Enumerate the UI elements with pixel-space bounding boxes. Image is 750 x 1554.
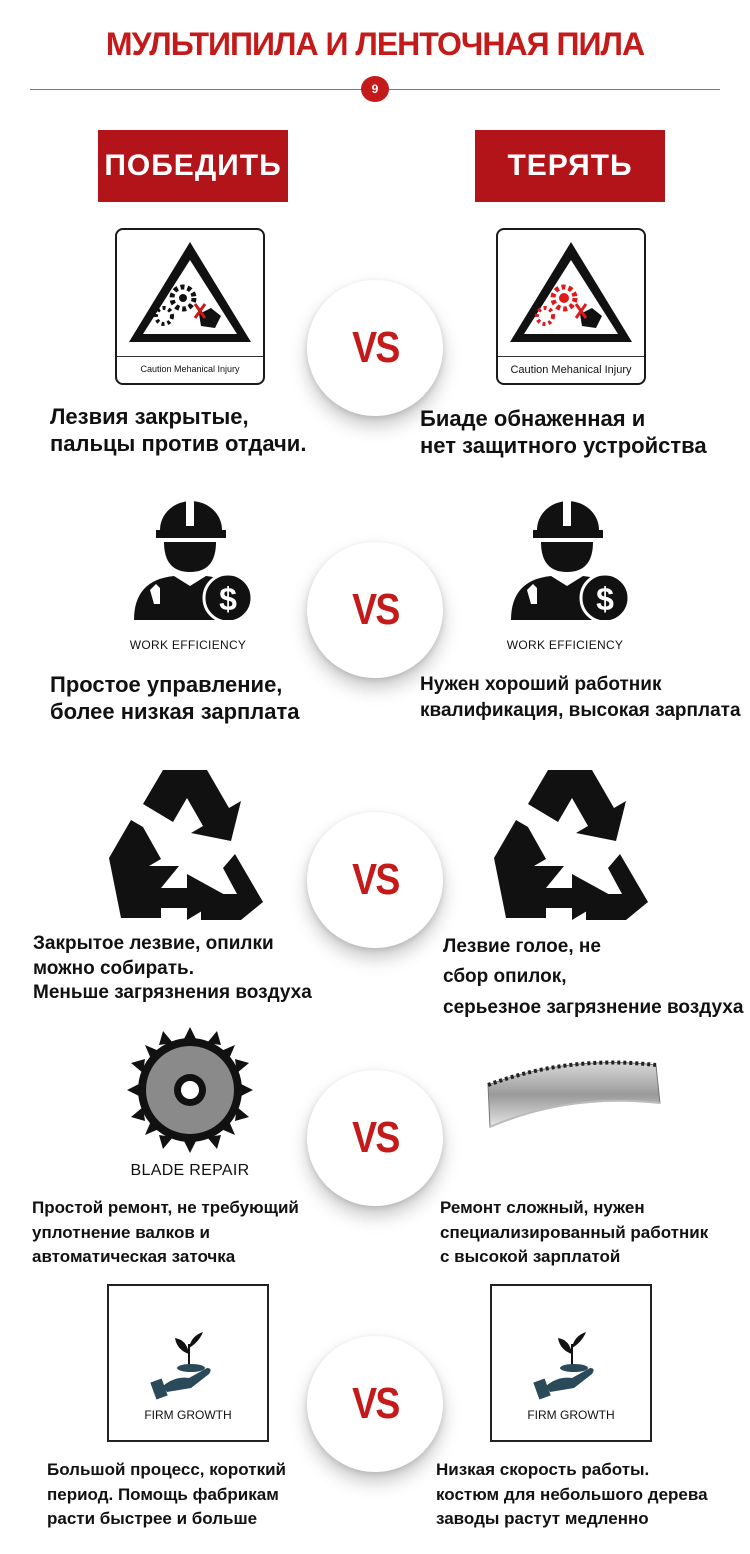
text-line: Ремонт сложный, нужен: [440, 1198, 645, 1217]
text-line: Лезвие голое, не: [443, 936, 601, 957]
text-line: Низкая скорость работы.: [436, 1460, 650, 1479]
row2-left-text: Простое управление, более низкая зарплат…: [50, 672, 300, 726]
growth-caption-right: FIRM GROWTH: [527, 1408, 615, 1422]
vs-label: VS: [351, 585, 400, 634]
vs-label: VS: [351, 323, 400, 372]
row5-right-text: Низкая скорость работы. костюм для небол…: [436, 1458, 708, 1532]
caution-caption-right: Caution Mehanical Injury: [510, 364, 632, 376]
caution-card-right: Caution Mehanical Injury: [496, 228, 646, 385]
text-line: с высокой зарплатой: [440, 1247, 621, 1267]
growth-card-right: FIRM GROWTH: [490, 1284, 652, 1442]
text-line: серьезное загрязнение воздуха: [443, 996, 744, 1018]
text-line: нет защитного устройства: [420, 432, 707, 458]
page-number-badge: 9: [361, 76, 389, 102]
row2-right-text: Нужен хороший работник квалификация, выс…: [420, 672, 741, 723]
row1-left-text: Лезвия закрытые, пальцы против отдачи.: [50, 404, 306, 458]
text-line: Большой процесс, короткий: [47, 1460, 286, 1479]
growth-card-left: FIRM GROWTH: [107, 1284, 269, 1442]
blade-caption: BLADE REPAIR: [130, 1162, 250, 1179]
text-line: период. Помощь фабрикам: [47, 1484, 279, 1504]
text-line: пальцы против отдачи.: [50, 430, 307, 456]
recycle-icon: [109, 770, 263, 920]
text-line: расти быстрее и больше: [47, 1509, 258, 1529]
text-line: специализированный работник: [440, 1222, 709, 1242]
vs-label: VS: [351, 1113, 400, 1162]
hand-plant-icon: [533, 1332, 594, 1400]
vs-label: VS: [351, 855, 400, 904]
text-line: сбор опилок,: [443, 966, 567, 988]
text-line: Простое управление,: [50, 672, 283, 697]
text-line: Простой ремонт, не требующий: [32, 1198, 299, 1217]
hand-plant-icon: [150, 1332, 211, 1400]
row1-right-text: Биаде обнаженная и нет защитного устройс…: [420, 406, 707, 460]
caution-sign-icon: [510, 242, 632, 342]
row3-left-text: Закрытое лезвие, опилки можно собирать. …: [33, 932, 312, 1006]
vs-circle-2: VS: [307, 542, 443, 678]
text-line: можно собирать.: [33, 957, 195, 979]
text-line: костюм для небольшого дерева: [436, 1484, 708, 1504]
text-line: более низкая зарплата: [50, 698, 300, 724]
text-line: Меньше загрязнения воздуха: [33, 982, 312, 1004]
band-saw-icon: [487, 1060, 661, 1128]
saw-blade-icon: [127, 1027, 253, 1153]
text-line: Закрытое лезвие, опилки: [33, 933, 274, 954]
vs-label: VS: [351, 1379, 400, 1428]
vs-circle-5: VS: [307, 1336, 443, 1472]
row5-left-text: Большой процесс, короткий период. Помощь…: [47, 1458, 286, 1532]
text-line: Лезвия закрытые,: [50, 404, 249, 429]
text-line: Биаде обнаженная и: [420, 406, 646, 431]
row4-left-text: Простой ремонт, не требующий уплотнение …: [32, 1196, 299, 1270]
page-title: МУЛЬТИПИЛА И ЛЕНТОЧНАЯ ПИЛА: [105, 26, 645, 62]
text-line: квалификация, высокая зарплата: [420, 699, 741, 721]
row3-right-text: Лезвие голое, не сбор опилок, серьезное …: [443, 932, 743, 1023]
caution-card-left: Caution Mehanical Injury: [115, 228, 265, 385]
worker-dollar-icon: $: [134, 500, 254, 620]
work-caption-left: WORK EFFICIENCY: [129, 638, 247, 652]
text-line: уплотнение валков и: [32, 1222, 210, 1242]
svg-text:$: $: [219, 581, 237, 617]
text-line: автоматическая заточка: [32, 1247, 236, 1267]
row4-right-text: Ремонт сложный, нужен специализированный…: [440, 1196, 708, 1270]
recycle-icon: [494, 770, 648, 920]
vs-circle-1: VS: [307, 280, 443, 416]
vs-circle-4: VS: [307, 1070, 443, 1206]
caution-sign-icon: [129, 242, 251, 342]
caution-caption-left: Caution Mehanical Injury: [140, 364, 240, 374]
worker-dollar-icon: $: [511, 500, 631, 620]
growth-caption-left: FIRM GROWTH: [144, 1408, 232, 1422]
vs-circle-3: VS: [307, 812, 443, 948]
work-caption-right: WORK EFFICIENCY: [506, 638, 624, 652]
win-header: ПОБЕДИТЬ: [98, 130, 288, 202]
text-line: Нужен хороший работник: [420, 674, 662, 695]
lose-header: ТЕРЯТЬ: [475, 130, 665, 202]
text-line: заводы растут медленно: [436, 1509, 649, 1529]
svg-text:$: $: [596, 581, 614, 617]
